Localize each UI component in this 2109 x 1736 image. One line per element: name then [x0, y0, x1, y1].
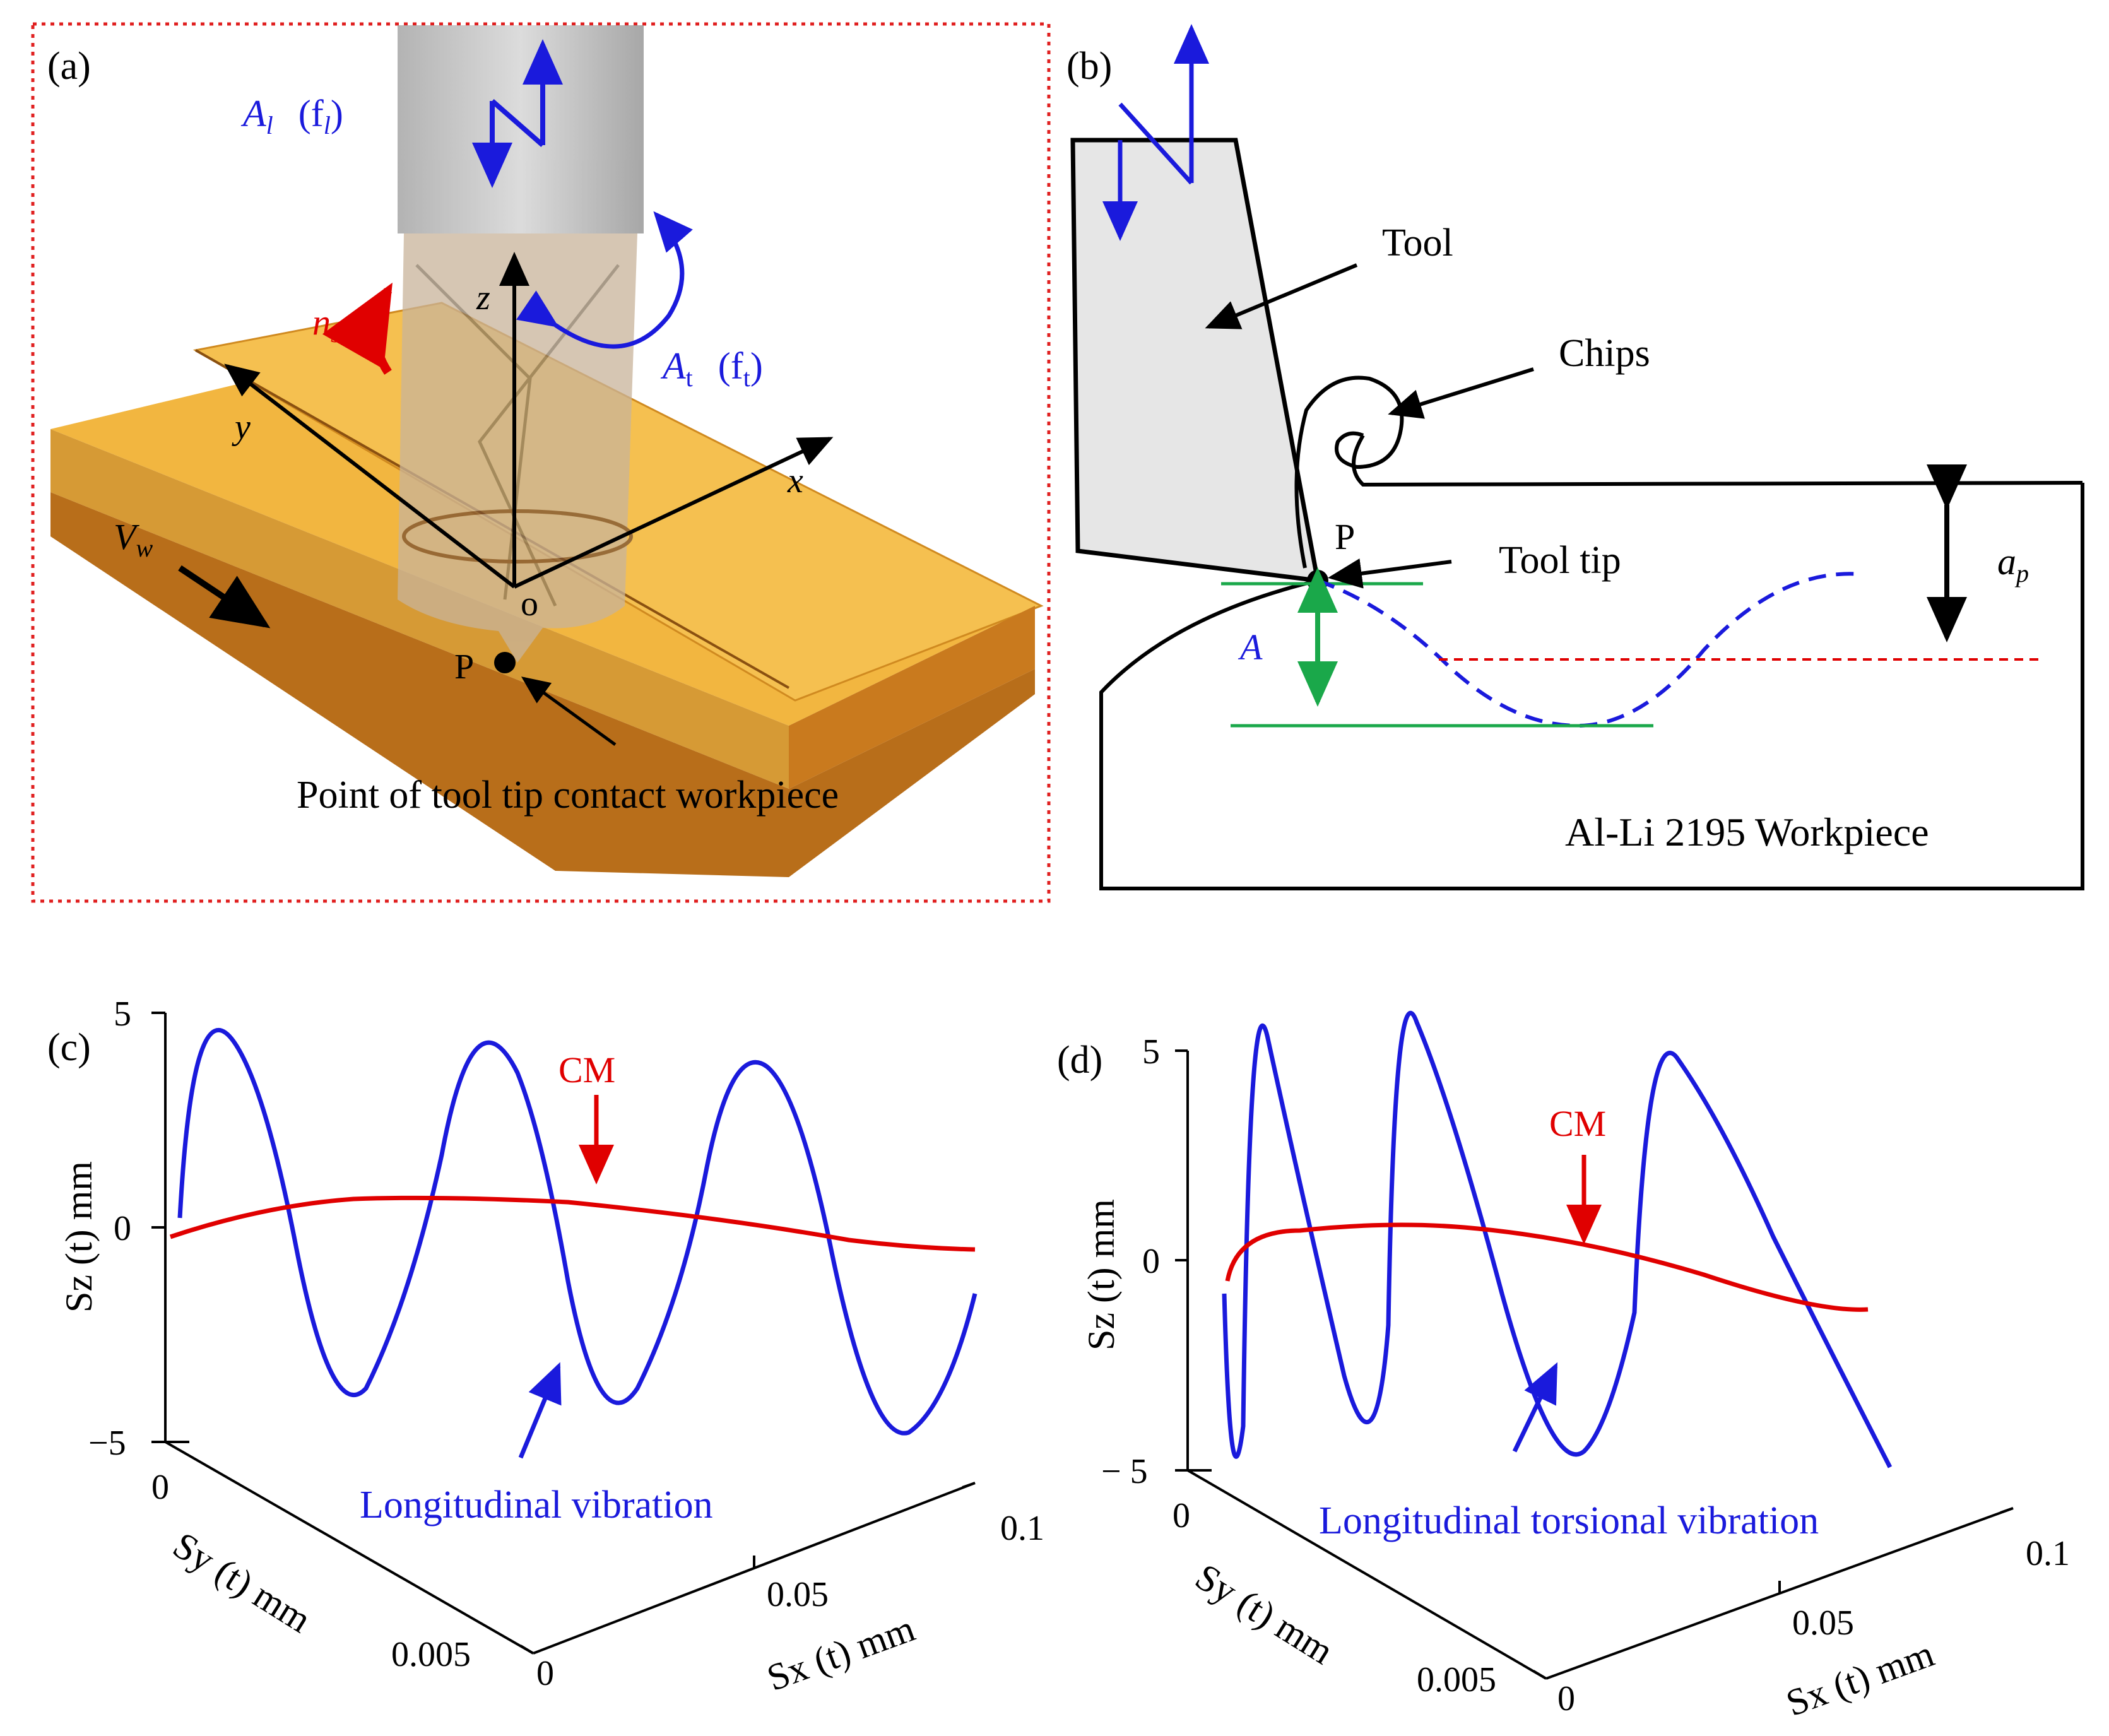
panel-d-xtick-01: 0.1	[2026, 1534, 2070, 1573]
workpiece-right-face	[789, 606, 1035, 789]
panel-c-ylabel: Sy (t) mm	[166, 1524, 318, 1641]
panel-d-curve-arrow	[1512, 1362, 1558, 1453]
tool-tip-label: Tool tip	[1499, 539, 1621, 582]
panel-c-curve-label: Longitudinal vibration	[360, 1484, 713, 1526]
panel-c-curve-arrow	[518, 1362, 562, 1459]
tool-tip-pointer	[1328, 558, 1452, 589]
chip-base	[1352, 434, 2083, 487]
panel-c-axes	[151, 1012, 976, 1655]
panel-d-xtick-0: 0	[1557, 1679, 1575, 1718]
chips-pointer	[1388, 367, 1534, 419]
panel-c-ytick-0: 0	[151, 1468, 169, 1507]
axis-x-label: x	[787, 461, 803, 500]
panel-d-axes	[1175, 1049, 2014, 1680]
panel-d-cm-curve	[1225, 1222, 1869, 1312]
axis-y-label: y	[232, 408, 251, 447]
vibration-trajectory	[1316, 572, 1862, 728]
workpiece-outline	[1099, 483, 2084, 890]
panel-d-ztick-m5: − 5	[1101, 1452, 1148, 1491]
panel-d-cm-label: CM	[1549, 1103, 1606, 1144]
panel-d-ytick-0: 0	[1173, 1496, 1190, 1535]
tool-label: Tool	[1382, 221, 1453, 264]
panel-c-xtick-01: 0.1	[1000, 1509, 1044, 1548]
depth-label: ap	[1997, 541, 2029, 588]
label-Al: Al(fl)	[240, 93, 343, 139]
panel-d-ytick-0005: 0.005	[1417, 1660, 1496, 1699]
panel-a-tag: (a)	[47, 45, 91, 88]
spindle-rotation-icon	[322, 282, 393, 375]
panel-d-tag: (d)	[1057, 1039, 1102, 1082]
contact-caption: Point of tool tip contact workpiece	[297, 774, 839, 817]
panel-c-xtick-005: 0.05	[767, 1575, 829, 1614]
feed-arrow	[178, 565, 271, 629]
panel-c-ztick-5: 5	[114, 995, 131, 1034]
panel-d-xtick-005: 0.05	[1792, 1603, 1854, 1643]
panel-c-zlabel: Sz (t) mm	[58, 1161, 100, 1313]
tool-tip-p-label: P	[1335, 516, 1355, 557]
workpiece-label: Al-Li 2195 Workpiece	[1565, 810, 1929, 854]
panel-d: (d) 5 0 − 5 0 0.05 0.1 0 0.005 Sz (t) mm…	[1057, 1010, 2070, 1724]
label-Vw: Vw	[114, 516, 153, 562]
panel-c-xtick-0: 0	[536, 1654, 554, 1693]
cutting-tool-shape	[1070, 138, 1321, 584]
panel-d-zlabel: Sz (t) mm	[1080, 1199, 1122, 1350]
axial-vibration-icon-b	[1102, 24, 1209, 241]
panel-c-ztick-m5: −5	[88, 1424, 126, 1463]
panel-c-tag: (c)	[47, 1026, 91, 1069]
origin-label: o	[521, 584, 538, 623]
axis-z-label: z	[476, 278, 490, 317]
amplitude-label: A	[1238, 627, 1263, 668]
panel-c-cm-label: CM	[558, 1049, 615, 1090]
panel-d-vibration-curve	[1222, 1010, 1893, 1468]
panel-c-ztick-0: 0	[114, 1209, 131, 1248]
chips-label: Chips	[1559, 332, 1650, 375]
tool-pointer	[1205, 263, 1358, 329]
panel-c-xlabel: Sx (t) mm	[762, 1607, 920, 1699]
panel-c-vibration-curve	[177, 1027, 978, 1436]
label-ns: ns	[312, 302, 341, 348]
coordinate-axes	[224, 252, 834, 589]
contact-point-label: P	[454, 647, 474, 687]
label-At: At(ft)	[660, 345, 763, 392]
panel-c: (c) 5 0 −5 0 0.05 0.1 0 0.005 Sz (t) mm …	[47, 995, 1044, 1699]
panel-d-ylabel: Sy (t) mm	[1188, 1556, 1340, 1672]
panel-c-cm-curve	[169, 1195, 976, 1252]
contact-pointer-arrow	[521, 676, 617, 747]
axial-vibration-icon	[472, 39, 563, 188]
panel-d-ztick-0: 0	[1142, 1242, 1160, 1281]
panel-b: (b) P Tool tip Tool Chips A	[1066, 24, 2084, 890]
panel-d-xlabel: Sx (t) mm	[1781, 1633, 1939, 1724]
torsional-vibration-icon	[516, 211, 693, 349]
workpiece-bottom-step	[50, 492, 1035, 877]
panel-b-tag: (b)	[1066, 45, 1112, 88]
panel-d-ztick-5: 5	[1142, 1032, 1160, 1072]
panel-c-ytick-0005: 0.005	[391, 1635, 471, 1674]
panel-a: (a) Al(fl) At(ft) ns	[31, 22, 1051, 903]
panel-d-curve-label: Longitudinal torsional vibration	[1319, 1499, 1819, 1542]
contact-point-marker	[494, 652, 516, 673]
